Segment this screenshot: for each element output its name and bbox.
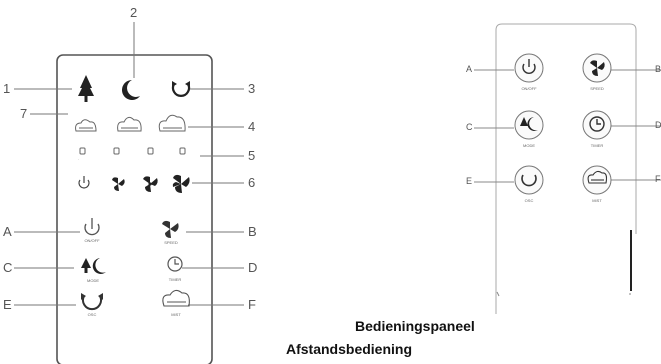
callout-6: 6 bbox=[248, 175, 256, 190]
timer-indicators bbox=[79, 147, 186, 155]
fan-high-icon bbox=[172, 174, 190, 193]
callout-A: A bbox=[3, 224, 12, 239]
panel-timer-label: TIMER bbox=[590, 143, 604, 148]
remote-body bbox=[56, 54, 213, 364]
remote-mode-button[interactable] bbox=[81, 258, 106, 274]
cloud-low-icon bbox=[75, 119, 97, 132]
remote-speed-label: SPEED bbox=[164, 240, 178, 245]
panel-mist-icon bbox=[587, 170, 608, 184]
remote-osc-label: OSC bbox=[87, 312, 97, 317]
panel-osc-button[interactable] bbox=[514, 165, 544, 195]
panel-timer-icon bbox=[589, 116, 605, 132]
panel-callout-F: F bbox=[655, 174, 661, 184]
callout-B: B bbox=[248, 224, 257, 239]
oscillation-icon bbox=[171, 83, 191, 97]
oscillation-arrow-left-icon bbox=[172, 81, 177, 87]
caption-control-panel: Bedieningspaneel bbox=[355, 318, 475, 334]
callout-C: C bbox=[3, 260, 13, 275]
callout-D: D bbox=[248, 260, 258, 275]
cloud-high-icon bbox=[158, 114, 186, 132]
panel-speed-label: SPEED bbox=[590, 86, 604, 91]
panel-power-icon bbox=[522, 59, 536, 74]
remote-osc-button[interactable] bbox=[82, 295, 102, 311]
remote-mist-button[interactable] bbox=[162, 289, 190, 307]
panel-mode-icon bbox=[520, 117, 538, 131]
timer-indicator-icon bbox=[147, 147, 154, 155]
panel-callout-B: B bbox=[655, 64, 661, 74]
panel-onoff-button[interactable] bbox=[514, 53, 544, 83]
power-icon bbox=[78, 176, 90, 189]
callout-3: 3 bbox=[248, 81, 256, 96]
panel-osc-label: OSC bbox=[524, 198, 534, 203]
fan-low-icon bbox=[112, 177, 125, 191]
panel-mark-left bbox=[496, 291, 500, 297]
timer-indicator-icon bbox=[179, 147, 186, 155]
callout-1: 1 bbox=[3, 81, 11, 96]
cloud-mid-icon bbox=[117, 116, 142, 132]
panel-onoff-label: ON/OFF bbox=[521, 86, 537, 91]
remote-timer-button[interactable] bbox=[167, 256, 183, 272]
remote-speed-button[interactable] bbox=[162, 220, 179, 238]
callout-2: 2 bbox=[130, 5, 138, 20]
panel-fan-icon bbox=[590, 60, 605, 76]
panel-mode-label: MODE bbox=[523, 143, 535, 148]
panel-mist-label: MIST bbox=[592, 198, 602, 203]
fan-mid-icon bbox=[143, 176, 158, 192]
callout-7: 7 bbox=[20, 106, 28, 121]
remote-onoff-label: ON/OFF bbox=[84, 238, 100, 243]
callout-5: 5 bbox=[248, 148, 256, 163]
remote-onoff-button[interactable] bbox=[84, 218, 100, 236]
panel-callout-D: D bbox=[655, 120, 661, 130]
panel-timer-button[interactable] bbox=[582, 110, 612, 140]
tree-icon bbox=[78, 75, 94, 102]
timer-indicator-icon bbox=[113, 147, 120, 155]
remote-mode-label: MODE bbox=[87, 278, 99, 283]
panel-callout-A: A bbox=[466, 64, 473, 74]
timer-dot-label: · bbox=[78, 157, 79, 162]
remote-timer-label: TIMER bbox=[168, 277, 182, 282]
panel-outline bbox=[495, 23, 637, 314]
remote-mist-label: MIST bbox=[171, 312, 181, 317]
panel-osc-icon bbox=[521, 174, 537, 187]
caption-remote-control: Afstandsbediening bbox=[286, 341, 413, 357]
callout-E: E bbox=[3, 297, 12, 312]
callout-4: 4 bbox=[248, 119, 256, 134]
timer-indicator-icon bbox=[79, 147, 86, 155]
panel-callout-E: E bbox=[466, 176, 473, 186]
moon-icon bbox=[122, 80, 140, 100]
remote-osc-arrow-left-icon bbox=[81, 293, 86, 300]
callout-F: F bbox=[248, 297, 256, 312]
oscillation-arrow-right-icon bbox=[185, 81, 190, 87]
panel-callout-C: C bbox=[466, 122, 473, 132]
remote-osc-arrow-right-icon bbox=[98, 293, 103, 300]
